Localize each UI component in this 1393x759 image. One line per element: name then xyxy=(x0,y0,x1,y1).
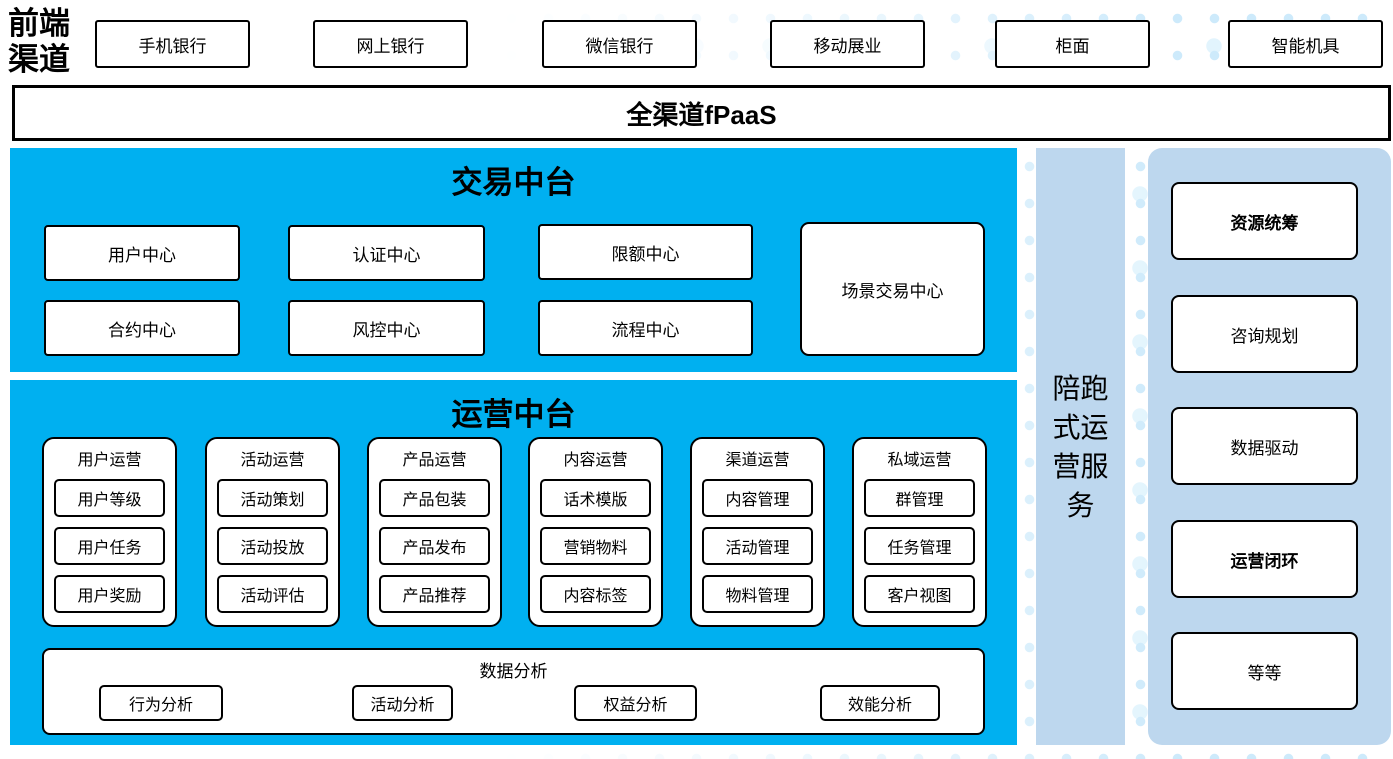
node-risk-center: 风控中心 xyxy=(288,300,485,356)
op-item: 产品发布 xyxy=(379,527,490,565)
analysis-efficiency: 效能分析 xyxy=(820,685,940,721)
op-column-header: 私域运营 xyxy=(887,452,952,469)
op-item: 营销物料 xyxy=(540,527,651,565)
service-data-driven: 数据驱动 xyxy=(1171,407,1358,485)
data-analysis-title: 数据分析 xyxy=(479,662,548,681)
transaction-platform-title: 交易中台 xyxy=(451,165,576,200)
service-resource-planning: 资源统筹 xyxy=(1171,182,1358,260)
analysis-benefit: 权益分析 xyxy=(574,685,697,721)
op-column-header: 内容运营 xyxy=(563,452,628,469)
analysis-behavior: 行为分析 xyxy=(99,685,223,721)
op-item: 活动评估 xyxy=(217,575,328,613)
service-operation-loop: 运营闭环 xyxy=(1171,520,1358,598)
fpaas-bar: 全渠道fPaaS xyxy=(12,85,1391,141)
service-etc: 等等 xyxy=(1171,632,1358,710)
op-item: 群管理 xyxy=(864,479,975,517)
op-item: 产品推荐 xyxy=(379,575,490,613)
companion-label-line: 营服 xyxy=(1052,450,1109,482)
operation-platform-title: 运营中台 xyxy=(451,397,576,432)
op-item: 物料管理 xyxy=(702,575,813,613)
op-item: 客户视图 xyxy=(864,575,975,613)
node-limit-center: 限额中心 xyxy=(538,224,753,280)
channel-wechat-banking: 微信银行 xyxy=(542,20,697,68)
op-column-channel-operation: 渠道运营 内容管理 活动管理 物料管理 xyxy=(690,437,825,627)
channel-mobile-banking: 手机银行 xyxy=(95,20,250,68)
frontend-label-line2: 渠道 xyxy=(8,42,70,77)
transaction-platform-panel: 交易中台 用户中心 认证中心 限额中心 合约中心 风控中心 流程中心 场景交易中… xyxy=(10,148,1017,372)
frontend-label-line1: 前端 xyxy=(8,6,70,41)
op-column-header: 渠道运营 xyxy=(725,452,790,469)
op-column-private-domain-operation: 私域运营 群管理 任务管理 客户视图 xyxy=(852,437,987,627)
channel-counter: 柜面 xyxy=(995,20,1150,68)
op-item: 产品包装 xyxy=(379,479,490,517)
companion-label-line: 式运 xyxy=(1052,411,1109,443)
node-scene-transaction-center: 场景交易中心 xyxy=(800,222,985,356)
service-consulting: 咨询规划 xyxy=(1171,295,1358,373)
op-item: 用户等级 xyxy=(54,479,165,517)
op-item: 用户任务 xyxy=(54,527,165,565)
op-column-product-operation: 产品运营 产品包装 产品发布 产品推荐 xyxy=(367,437,502,627)
op-column-user-operation: 用户运营 用户等级 用户任务 用户奖励 xyxy=(42,437,177,627)
op-column-header: 活动运营 xyxy=(240,452,305,469)
companion-label-line: 陪跑 xyxy=(1052,372,1109,404)
op-item: 话术模版 xyxy=(540,479,651,517)
companion-service-bar: 陪跑 式运 营服 务 xyxy=(1036,148,1125,745)
channel-smart-machines: 智能机具 xyxy=(1228,20,1383,68)
analysis-activity: 活动分析 xyxy=(352,685,453,721)
op-item: 活动策划 xyxy=(217,479,328,517)
node-user-center: 用户中心 xyxy=(44,225,240,281)
node-process-center: 流程中心 xyxy=(538,300,753,356)
channel-mobile-business: 移动展业 xyxy=(770,20,925,68)
operation-platform-panel: 运营中台 用户运营 用户等级 用户任务 用户奖励 活动运营 活动策划 活动投放 … xyxy=(10,380,1017,745)
node-contract-center: 合约中心 xyxy=(44,300,240,356)
op-column-activity-operation: 活动运营 活动策划 活动投放 活动评估 xyxy=(205,437,340,627)
op-item: 内容管理 xyxy=(702,479,813,517)
op-column-header: 用户运营 xyxy=(77,452,142,469)
op-item: 活动管理 xyxy=(702,527,813,565)
op-item: 内容标签 xyxy=(540,575,651,613)
channel-online-banking: 网上银行 xyxy=(313,20,468,68)
frontend-channels-label: 前端 渠道 xyxy=(8,6,94,78)
op-column-header: 产品运营 xyxy=(402,452,467,469)
services-panel: 资源统筹 咨询规划 数据驱动 运营闭环 等等 xyxy=(1148,148,1391,745)
companion-service-label: 陪跑 式运 营服 务 xyxy=(1052,369,1108,525)
node-auth-center: 认证中心 xyxy=(288,225,485,281)
companion-label-line: 务 xyxy=(1066,489,1095,521)
op-item: 活动投放 xyxy=(217,527,328,565)
op-item: 用户奖励 xyxy=(54,575,165,613)
data-analysis-container: 数据分析 行为分析 活动分析 权益分析 效能分析 xyxy=(42,648,985,735)
op-column-content-operation: 内容运营 话术模版 营销物料 内容标签 xyxy=(528,437,663,627)
op-item: 任务管理 xyxy=(864,527,975,565)
